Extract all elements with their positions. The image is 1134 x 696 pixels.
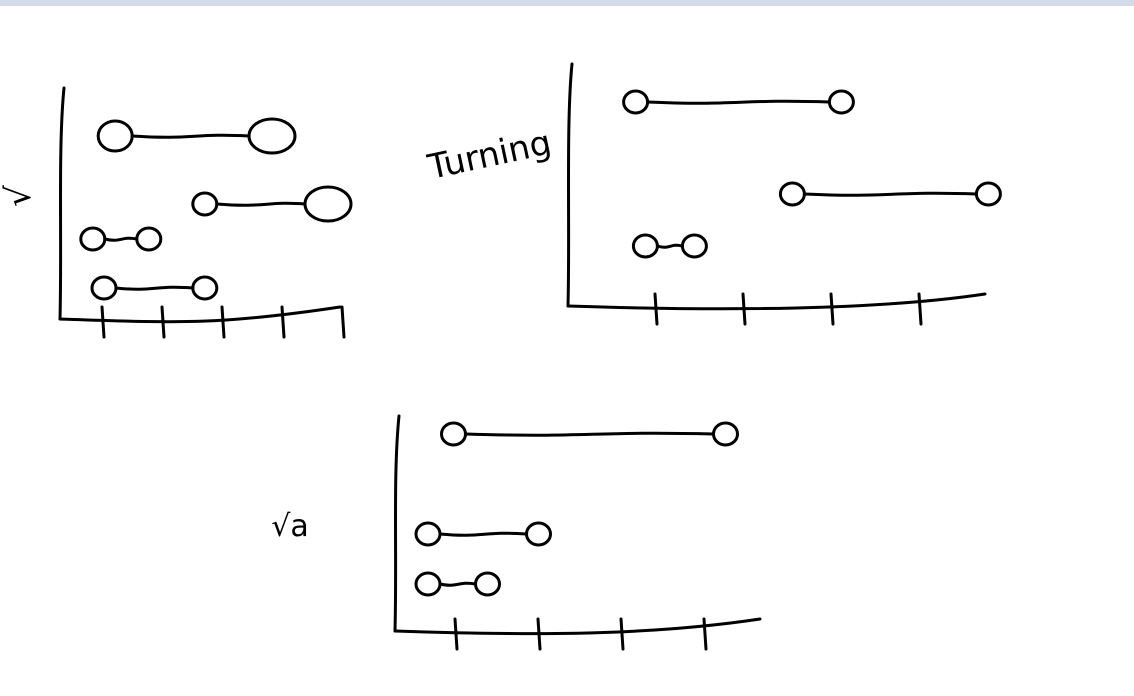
x-tick (702, 617, 708, 651)
dumbbell-end-point (827, 89, 855, 115)
window-top-bar (0, 0, 1134, 6)
dumbbell-line (646, 99, 831, 105)
dumbbell-line (655, 243, 684, 249)
dumbbell-end-point (525, 521, 552, 547)
chart-panel-1: √ (0, 86, 353, 339)
dumbbell-start-point (778, 181, 806, 207)
chart-panel-2: Turning (424, 62, 1002, 326)
x-axis (566, 292, 987, 311)
x-tick (917, 292, 923, 326)
x-tick (340, 305, 346, 339)
dumbbell-line (438, 581, 477, 587)
x-tick (280, 305, 286, 339)
x-axis (393, 617, 762, 636)
y-axis (58, 86, 66, 321)
y-axis (393, 414, 401, 633)
dumbbell-end-point (680, 233, 708, 259)
dumbbell-start-point (191, 191, 219, 217)
dumbbell-end-point (247, 117, 297, 155)
x-tick (100, 305, 106, 339)
x-tick (220, 305, 226, 339)
dumbbell-end-point (303, 185, 353, 223)
dumbbell-end-point (135, 226, 163, 252)
x-tick (453, 617, 459, 651)
y-axis-label: Turning (424, 123, 555, 188)
dumbbell-start-point (90, 275, 118, 301)
x-tick (741, 292, 747, 326)
dumbbell-line (438, 531, 528, 537)
x-tick (829, 292, 835, 326)
dumbbell-line (464, 431, 715, 437)
chart-panel-3: √a (271, 414, 762, 651)
y-axis-label: √ (0, 185, 39, 207)
dumbbell-start-point (622, 89, 650, 115)
x-tick (619, 617, 625, 651)
x-tick (160, 305, 166, 339)
dumbbell-start-point (631, 233, 659, 259)
sketch-canvas: √ Turning √a (0, 62, 1002, 651)
dumbbell-start-point (414, 521, 442, 547)
x-tick (536, 617, 542, 651)
dumbbell-line (802, 191, 978, 197)
dumbbell-end-point (712, 421, 739, 447)
dumbbell-start-point (79, 226, 107, 252)
dumbbell-start-point (440, 421, 467, 447)
y-axis-label: √a (271, 509, 309, 544)
dumbbell-line (215, 201, 307, 207)
dumbbell-line (103, 236, 139, 242)
x-tick (653, 292, 659, 326)
dumbbell-line (130, 133, 251, 139)
dumbbell-start-point (414, 571, 442, 597)
dumbbell-start-point (96, 119, 134, 153)
dumbbell-end-point (974, 181, 1002, 207)
y-axis (566, 62, 574, 308)
dumbbell-end-point (191, 275, 219, 301)
dumbbell-end-point (474, 571, 501, 597)
dumbbell-line (114, 285, 195, 291)
